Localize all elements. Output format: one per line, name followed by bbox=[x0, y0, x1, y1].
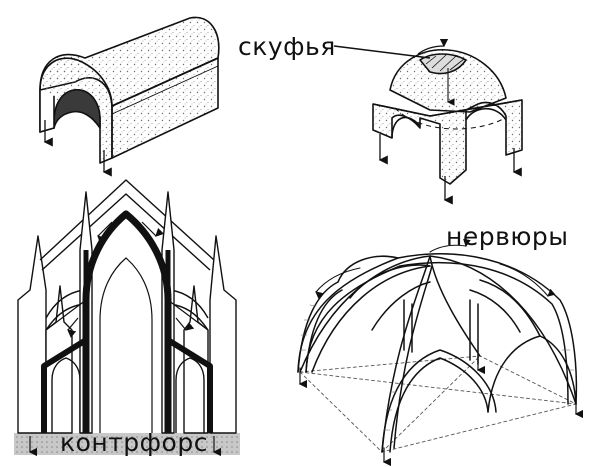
label-skufya: скуфья bbox=[238, 32, 336, 61]
label-ribs: нервюры bbox=[446, 222, 569, 251]
barrel-vault-figure bbox=[39, 16, 220, 177]
ribbed-vault-figure bbox=[297, 238, 584, 467]
dome-vault-figure bbox=[333, 38, 523, 205]
buttress-section-figure bbox=[14, 179, 240, 457]
label-buttress: контрфорс bbox=[60, 428, 208, 457]
